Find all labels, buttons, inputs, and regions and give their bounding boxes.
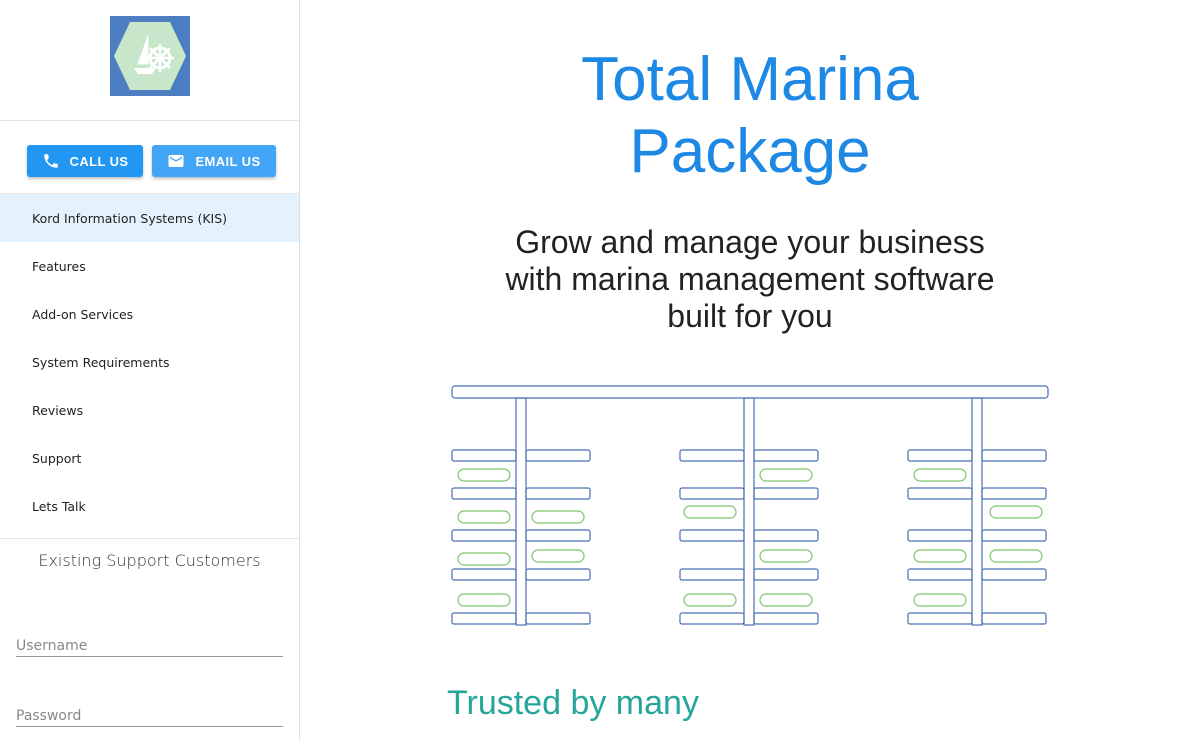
sidebar-item-add-on-services[interactable]: Add-on Services (32, 306, 134, 322)
password-input[interactable] (16, 706, 283, 727)
username-input[interactable] (16, 636, 283, 657)
sidebar-item-system-requirements[interactable]: System Requirements (32, 354, 170, 370)
sidebar-item-kis[interactable]: Kord Information Systems (KIS) (0, 194, 299, 242)
support-login-title: Existing Support Customers (38, 551, 261, 570)
sidebar-item-features[interactable]: Features (32, 258, 86, 274)
main-content: Total Marina Package Grow and manage you… (300, 0, 1200, 740)
sidebar-item-reviews[interactable]: Reviews (32, 402, 84, 418)
phone-icon (43, 154, 58, 168)
call-us-label: CALL US (69, 153, 129, 169)
sidebar-item-support[interactable]: Support (32, 450, 82, 466)
hero-subtitle-line-3: built for you (667, 298, 833, 334)
marina-logo-icon[interactable] (110, 16, 190, 96)
page-title-line-2: Package (629, 117, 871, 186)
sidebar-item-lets-talk[interactable]: Lets Talk (32, 498, 86, 514)
logo-area (0, 0, 299, 121)
email-us-label: EMAIL US (195, 153, 261, 169)
page-title-line-1: Total Marina (581, 45, 919, 114)
marina-dock-illustration (451, 385, 1049, 626)
page-title: Total Marina Package (300, 44, 1200, 188)
email-icon (168, 155, 184, 167)
contact-actions: CALL US EMAIL US (0, 121, 299, 194)
sidebar: CALL US EMAIL US Kord Information System… (0, 0, 300, 740)
email-us-button[interactable]: EMAIL US (152, 145, 276, 177)
call-us-button[interactable]: CALL US (27, 145, 143, 177)
hero-subtitle-line-1: Grow and manage your business (515, 224, 985, 260)
sidebar-nav: Kord Information Systems (KIS) Features … (0, 194, 299, 539)
trusted-heading: Trusted by many (447, 684, 699, 722)
hero-subtitle: Grow and manage your business with marin… (300, 224, 1200, 335)
hero-subtitle-line-2: with marina management software (505, 261, 995, 297)
